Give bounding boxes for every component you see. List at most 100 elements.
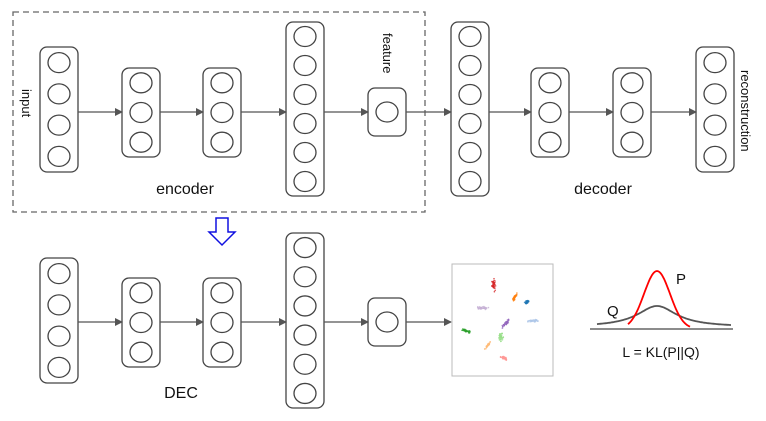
neuron bbox=[620, 72, 644, 94]
autoencoder-layer-5 bbox=[367, 87, 407, 137]
dec-label: DEC bbox=[164, 385, 198, 402]
layer-box bbox=[39, 46, 79, 173]
scatter-point bbox=[516, 293, 518, 296]
scatter-point bbox=[502, 325, 504, 328]
scatter-point bbox=[504, 356, 506, 359]
scatter-point bbox=[493, 290, 496, 293]
neuron bbox=[210, 101, 234, 124]
scatter-point bbox=[503, 324, 506, 327]
scatter-point bbox=[505, 321, 508, 323]
scatter-point bbox=[479, 307, 481, 310]
scatter-point bbox=[500, 340, 502, 343]
neuron bbox=[129, 282, 153, 304]
scatter-point bbox=[499, 333, 501, 336]
neuron bbox=[210, 311, 234, 334]
neuron bbox=[375, 101, 399, 123]
dec-layer-5 bbox=[367, 297, 407, 347]
neuron bbox=[47, 356, 71, 379]
scatter-point bbox=[530, 320, 532, 323]
neuron bbox=[293, 295, 317, 317]
autoencoder-layer-8 bbox=[612, 67, 652, 158]
scatter-point bbox=[469, 331, 471, 333]
layer-box bbox=[285, 232, 325, 409]
scatter-point bbox=[483, 307, 485, 309]
neuron bbox=[293, 83, 317, 106]
scatter-point bbox=[492, 286, 495, 288]
scatter-point bbox=[487, 344, 490, 347]
neuron bbox=[210, 131, 234, 153]
neuron bbox=[129, 101, 153, 124]
scatter-point bbox=[493, 279, 495, 282]
neuron bbox=[375, 311, 399, 333]
neuron bbox=[293, 324, 317, 346]
scatter-point bbox=[483, 348, 486, 350]
q-distribution-curve bbox=[596, 305, 731, 326]
loss-formula: L = KL(P||Q) bbox=[622, 344, 699, 360]
hollow-down-arrow-icon bbox=[207, 217, 237, 247]
layer-box bbox=[450, 21, 490, 197]
neuron bbox=[210, 72, 234, 94]
neuron bbox=[129, 72, 153, 94]
neuron bbox=[129, 341, 153, 363]
scatter-point bbox=[534, 320, 536, 323]
scatter-point bbox=[531, 319, 533, 322]
scatter-point bbox=[512, 299, 515, 301]
neuron bbox=[210, 282, 234, 304]
scatter-point bbox=[480, 307, 483, 310]
embedding-scatter-plot bbox=[461, 277, 539, 362]
dec-layer-2 bbox=[121, 277, 161, 368]
scatter-point bbox=[494, 289, 497, 292]
scatter-point bbox=[487, 343, 490, 345]
dec-layer-1 bbox=[39, 257, 79, 384]
neuron bbox=[458, 141, 482, 164]
autoencoder-layer-1 bbox=[39, 46, 79, 173]
neuron bbox=[47, 325, 71, 347]
scatter-point bbox=[513, 295, 516, 298]
autoencoder-layer-7 bbox=[530, 67, 570, 158]
neuron bbox=[293, 170, 317, 193]
scatter-point bbox=[462, 328, 464, 330]
neuron bbox=[129, 311, 153, 334]
neuron bbox=[293, 25, 317, 48]
autoencoder-layer-9 bbox=[695, 46, 735, 173]
q-label: Q bbox=[607, 303, 619, 320]
neuron bbox=[293, 141, 317, 164]
scatter-point bbox=[501, 337, 504, 340]
dec-layer-4 bbox=[285, 232, 325, 409]
neuron bbox=[47, 294, 71, 316]
scatter-point bbox=[525, 300, 528, 303]
decoder-label: decoder bbox=[574, 181, 632, 198]
scatter-point bbox=[487, 306, 490, 309]
neuron bbox=[47, 114, 71, 136]
dec-layer-3 bbox=[202, 277, 242, 368]
scatter-point bbox=[485, 347, 487, 350]
scatter-point bbox=[461, 329, 464, 332]
scatter-point bbox=[491, 285, 493, 287]
scatter-point bbox=[507, 320, 509, 323]
scatter-point bbox=[463, 328, 465, 331]
scatter-point bbox=[466, 330, 469, 332]
neuron bbox=[703, 51, 727, 74]
neuron bbox=[538, 131, 562, 153]
neuron bbox=[47, 83, 71, 105]
scatter-point bbox=[494, 287, 496, 289]
scatter-point bbox=[525, 302, 527, 305]
scatter-point bbox=[493, 284, 495, 287]
neuron bbox=[47, 145, 71, 168]
scatter-point bbox=[526, 300, 529, 303]
scatter-point bbox=[494, 285, 497, 287]
scatter-point bbox=[506, 319, 509, 321]
scatter-point bbox=[491, 282, 494, 284]
neuron bbox=[620, 101, 644, 124]
scatter-point bbox=[535, 319, 538, 322]
layer-box bbox=[285, 21, 325, 197]
scatter-point bbox=[498, 334, 501, 337]
scatter-point bbox=[498, 338, 501, 340]
neuron bbox=[293, 382, 317, 405]
neuron bbox=[458, 54, 482, 77]
neuron bbox=[47, 51, 71, 74]
p-label: P bbox=[676, 271, 686, 288]
scatter-point bbox=[502, 358, 504, 360]
input-label: input bbox=[19, 89, 34, 118]
neuron bbox=[293, 236, 317, 259]
